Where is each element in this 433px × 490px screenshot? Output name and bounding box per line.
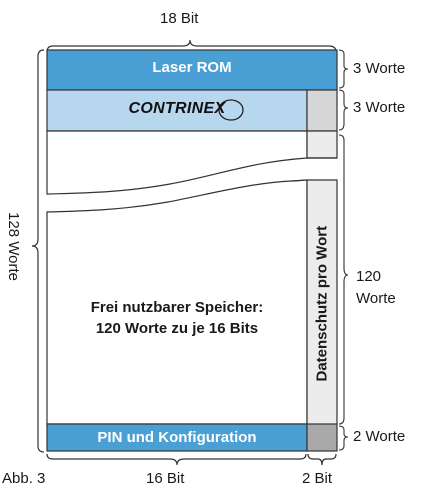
free-memory-text: Frei nutzbarer Speicher: 120 Worte zu je… <box>47 297 307 339</box>
contrinex-logo-swoosh <box>218 99 244 121</box>
top-width-label: 18 Bit <box>160 10 199 27</box>
side-bits-label: 2 Bit <box>302 470 333 487</box>
free-memory-line1: Frei nutzbarer Speicher: <box>90 299 264 316</box>
laser-rom-size: 3 Worte <box>353 60 406 77</box>
left-height-label: 128 Worte <box>4 212 22 281</box>
contrinex-logo-text: CONTRINEX <box>128 100 226 117</box>
left-brace <box>31 49 45 453</box>
side-column-lower <box>292 180 337 424</box>
free-memory-size: 120 Worte <box>356 268 396 307</box>
data-bits-label: 16 Bit <box>146 470 185 487</box>
pin-config-label: PIN und Konfiguration <box>97 429 257 446</box>
side-column-label: Datenschutz pro Wort <box>313 225 331 382</box>
free-area-lower <box>46 179 308 425</box>
brace-free-memory <box>338 134 349 425</box>
contrinex-size: 3 Worte <box>353 99 406 116</box>
pin-config-size: 2 Worte <box>353 428 406 445</box>
contrinex-side-cell <box>306 89 338 132</box>
brace-laser-rom <box>338 49 349 89</box>
contrinex-logo: CONTRINEX <box>47 100 307 118</box>
side-cell-upper <box>306 130 338 159</box>
pin-config-box <box>46 423 308 452</box>
bottom-brace-2bit <box>307 453 337 466</box>
figure-label: Abb. 3 <box>2 470 46 487</box>
laser-rom-label: Laser ROM <box>152 59 232 76</box>
free-memory-line2: 120 Worte zu je 16 Bits <box>95 320 259 337</box>
bottom-brace-16bit <box>46 453 307 466</box>
pin-side-cell <box>306 423 338 452</box>
free-area-upper <box>46 130 308 195</box>
brace-pin-config <box>338 425 349 451</box>
brace-contrinex <box>338 89 349 131</box>
top-brace <box>46 39 337 53</box>
